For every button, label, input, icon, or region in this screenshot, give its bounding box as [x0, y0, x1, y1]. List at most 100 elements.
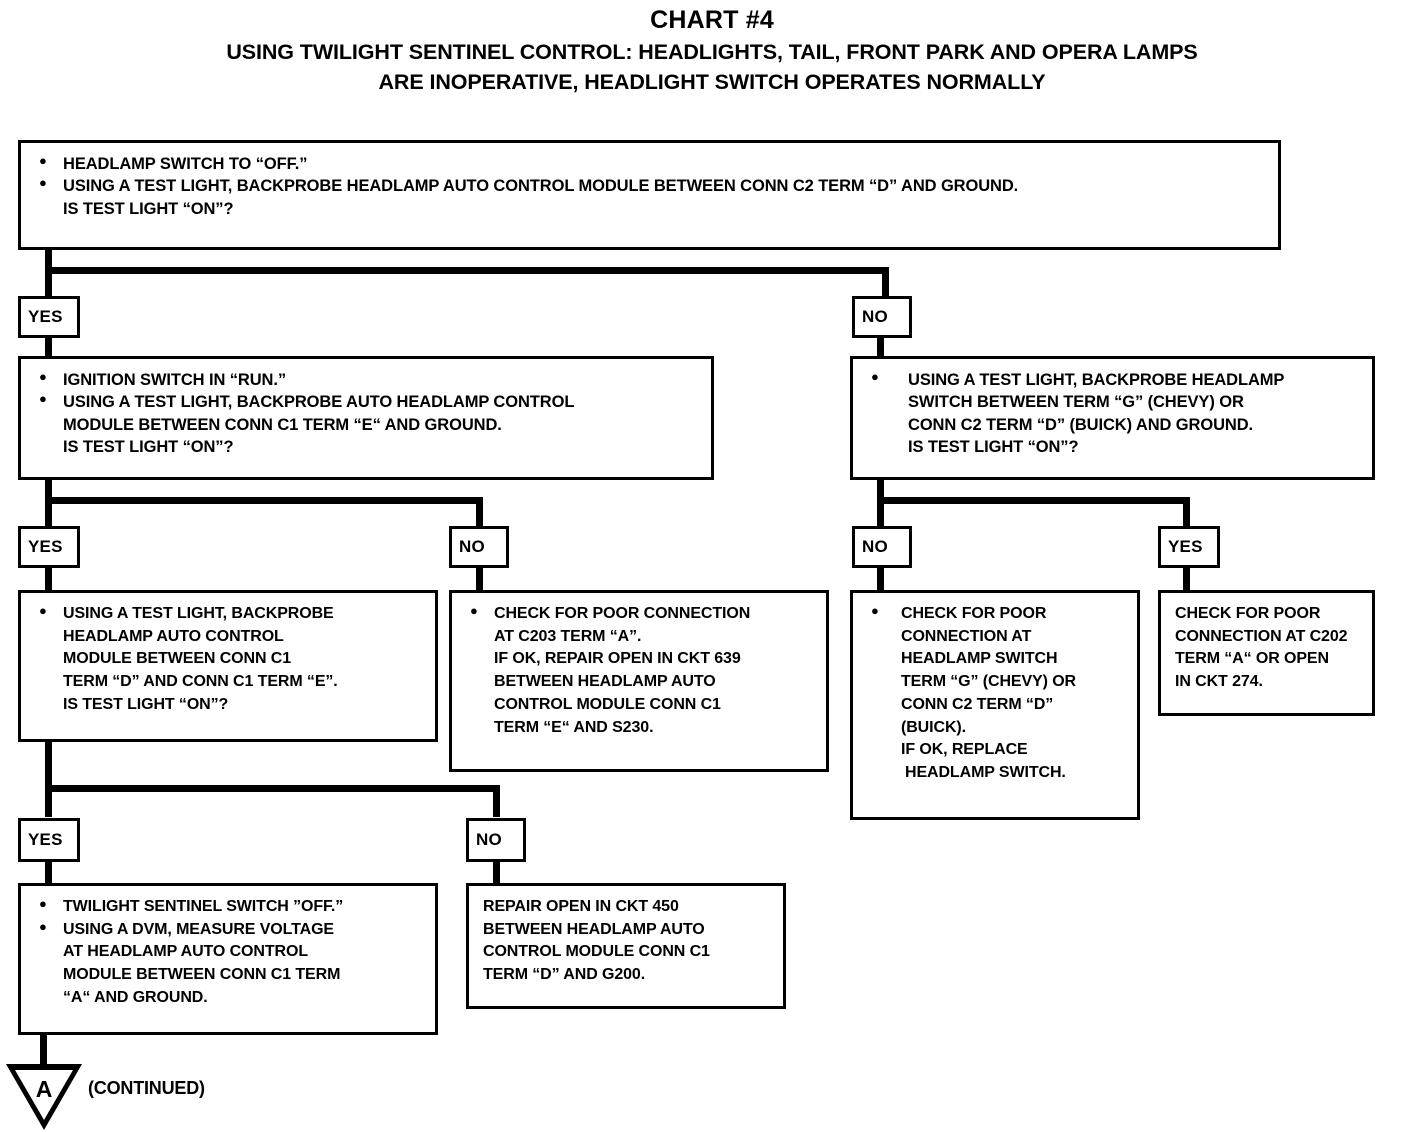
triangle-inner-shape [15, 1070, 73, 1120]
step3-right-no-line-5: CONN C2 TERM “D” [901, 695, 1054, 713]
step4-yes-line-2: USING A DVM, MEASURE VOLTAGE [31, 918, 427, 942]
step3-yes-line-5: IS TEST LIGHT “ON”? [63, 695, 229, 713]
connector-step1-down [45, 250, 52, 274]
connector-yes1-to-step2 [45, 337, 52, 359]
step3-no-line-5: CONTROL MODULE CONN C1 [494, 695, 721, 713]
step4-no-line-2: BETWEEN HEADLAMP AUTO [483, 920, 705, 938]
step3-right-no-line-3: HEADLAMP SWITCH [901, 650, 1058, 668]
tag-yes-level1-label: YES [28, 307, 63, 326]
step4-yes-line-5: “A“ AND GROUND. [63, 988, 208, 1006]
step2-yes-line-1: IGNITION SWITCH IN “RUN.” [31, 368, 703, 391]
connector-branch2-mid-drop [476, 497, 483, 529]
step3-right-no-line-4: TERM “G” (CHEVY) OR [901, 673, 1076, 691]
step3-right-yes-line-1: CHECK FOR POOR [1175, 605, 1321, 622]
connector-branch2-right-right-drop [1183, 497, 1190, 529]
connector-no2right-to-step3 [877, 567, 884, 592]
step2-yes-line-2: USING A TEST LIGHT, BACKPROBE AUTO HEADL… [31, 390, 703, 413]
tag-yes-level2-right: YES [1158, 526, 1220, 568]
connector-step3yes-down [45, 742, 52, 788]
connector-yes3-to-step4 [45, 861, 52, 885]
connector-no1-to-step2 [877, 337, 884, 359]
connector-branch3-left-drop [45, 785, 52, 817]
tag-yes-level2-right-label: YES [1168, 537, 1203, 556]
step2-yes-line-4: IS TEST LIGHT “ON”? [63, 438, 234, 457]
step4-no-line-4: TERM “D” AND G200. [483, 966, 646, 984]
node-step4-no[interactable]: REPAIR OPEN IN CKT 450 BETWEEN HEADLAMP … [466, 883, 786, 1009]
connector-step2yes-down [45, 480, 52, 501]
node-step1[interactable]: HEADLAMP SWITCH TO “OFF.” USING A TEST L… [18, 140, 1281, 250]
page-title: CHART #4 [650, 6, 774, 34]
step3-yes-line-2: HEADLAMP AUTO CONTROL [63, 627, 284, 645]
step4-no-line-3: CONTROL MODULE CONN C1 [483, 943, 710, 961]
connector-branch1-right-drop [882, 267, 889, 299]
tag-yes-level3: YES [18, 818, 80, 862]
step3-no-line-2: AT C203 TERM “A”. [494, 627, 642, 645]
step4-no-line-1: REPAIR OPEN IN CKT 450 [483, 898, 679, 915]
tag-no-level3-label: NO [476, 830, 502, 849]
tag-no-level1-label: NO [862, 307, 888, 326]
node-step3-right-no[interactable]: CHECK FOR POOR CONNECTION AT HEADLAMP SW… [850, 590, 1140, 820]
connector-no2-to-step3 [476, 567, 483, 592]
connector-step2no-down [877, 480, 884, 501]
tag-yes-level2-label: YES [28, 537, 63, 556]
tag-yes-level1: YES [18, 296, 80, 338]
connector-branch3-bar [45, 785, 500, 792]
connector-branch2-left-bar [45, 497, 483, 504]
step3-yes-line-4: TERM “D” AND CONN C1 TERM “E”. [63, 673, 338, 691]
connector-branch2-right-bar [877, 497, 1190, 504]
step3-right-no-line-2: CONNECTION AT [901, 627, 1032, 645]
tag-no-level2: NO [449, 526, 509, 568]
step3-yes-line-1: USING A TEST LIGHT, BACKPROBE [31, 602, 427, 626]
step3-right-no-line-8: HEADLAMP SWITCH. [905, 764, 1066, 782]
continued-label: (CONTINUED) [88, 1078, 205, 1098]
connector-branch2-left-drop [45, 497, 52, 529]
step3-no-line-3: IF OK, REPAIR OPEN IN CKT 639 [494, 650, 741, 668]
connector-branch1-left-drop [45, 267, 52, 299]
step3-no-line-1: CHECK FOR POOR CONNECTION [462, 602, 818, 626]
step2-no-line-2: SWITCH BETWEEN TERM “G” (CHEVY) OR [908, 393, 1244, 412]
connector-step4yes-down [40, 1035, 47, 1071]
step3-right-no-line-6: (BUICK). [901, 718, 966, 736]
step1-line-2: USING A TEST LIGHT, BACKPROBE HEADLAMP A… [31, 174, 1270, 197]
node-step3-no[interactable]: CHECK FOR POOR CONNECTION AT C203 TERM “… [449, 590, 829, 772]
step4-yes-line-3: AT HEADLAMP AUTO CONTROL [63, 943, 308, 961]
step2-no-line-3: CONN C2 TERM “D” (BUICK) AND GROUND. [908, 415, 1254, 434]
connector-yes2-to-step3 [45, 567, 52, 592]
step3-no-line-6: TERM “E“ AND S230. [494, 718, 654, 736]
offpage-connector-label: A [35, 1076, 53, 1102]
tag-no-level1: NO [852, 296, 912, 338]
tag-no-level2-right: NO [852, 526, 912, 568]
tag-yes-level2: YES [18, 526, 80, 568]
offpage-connector-a[interactable]: A [6, 1064, 82, 1130]
tag-no-level3: NO [466, 818, 526, 862]
step2-no-line-4: IS TEST LIGHT “ON”? [908, 438, 1079, 457]
node-step4-yes[interactable]: TWILIGHT SENTINEL SWITCH ”OFF.” USING A … [18, 883, 438, 1035]
connector-branch3-right-drop [493, 785, 500, 817]
step3-no-line-4: BETWEEN HEADLAMP AUTO [494, 673, 716, 691]
chart-subtitle-line-2: ARE INOPERATIVE, HEADLIGHT SWITCH OPERAT… [378, 70, 1046, 95]
node-step2-no[interactable]: USING A TEST LIGHT, BACKPROBE HEADLAMP S… [850, 356, 1375, 480]
step3-right-yes-line-3: TERM “A“ OR OPEN [1175, 650, 1329, 668]
node-step2-yes[interactable]: IGNITION SWITCH IN “RUN.” USING A TEST L… [18, 356, 714, 480]
step3-yes-line-3: MODULE BETWEEN CONN C1 [63, 650, 292, 668]
step3-right-no-line-1: CHECK FOR POOR [863, 602, 1129, 626]
step3-right-no-line-7: IF OK, REPLACE [901, 741, 1028, 759]
step2-yes-line-3: MODULE BETWEEN CONN C1 TERM “E“ AND GROU… [63, 415, 502, 434]
connector-yes2right-to-step3 [1183, 567, 1190, 592]
tag-yes-level3-label: YES [28, 830, 63, 849]
connector-branch1-bar [45, 267, 889, 274]
step4-yes-line-4: MODULE BETWEEN CONN C1 TERM [63, 966, 341, 984]
connector-no3-to-step4 [493, 861, 500, 885]
node-step3-yes[interactable]: USING A TEST LIGHT, BACKPROBE HEADLAMP A… [18, 590, 438, 742]
step3-right-yes-line-2: CONNECTION AT C202 [1175, 627, 1348, 645]
step1-line-1: HEADLAMP SWITCH TO “OFF.” [31, 152, 1270, 175]
connector-branch2-right-left-drop [877, 497, 884, 529]
tag-no-level2-right-label: NO [862, 537, 888, 556]
chart-subtitle-line-1: USING TWILIGHT SENTINEL CONTROL: HEADLIG… [226, 39, 1198, 64]
step3-right-yes-line-4: IN CKT 274. [1175, 673, 1263, 691]
step2-no-line-1: USING A TEST LIGHT, BACKPROBE HEADLAMP [863, 368, 1364, 391]
step1-line-3: IS TEST LIGHT “ON”? [63, 199, 234, 218]
chart-title-block: CHART #4 USING TWILIGHT SENTINEL CONTROL… [0, 6, 1424, 97]
node-step3-right-yes[interactable]: CHECK FOR POOR CONNECTION AT C202 TERM “… [1158, 590, 1375, 716]
